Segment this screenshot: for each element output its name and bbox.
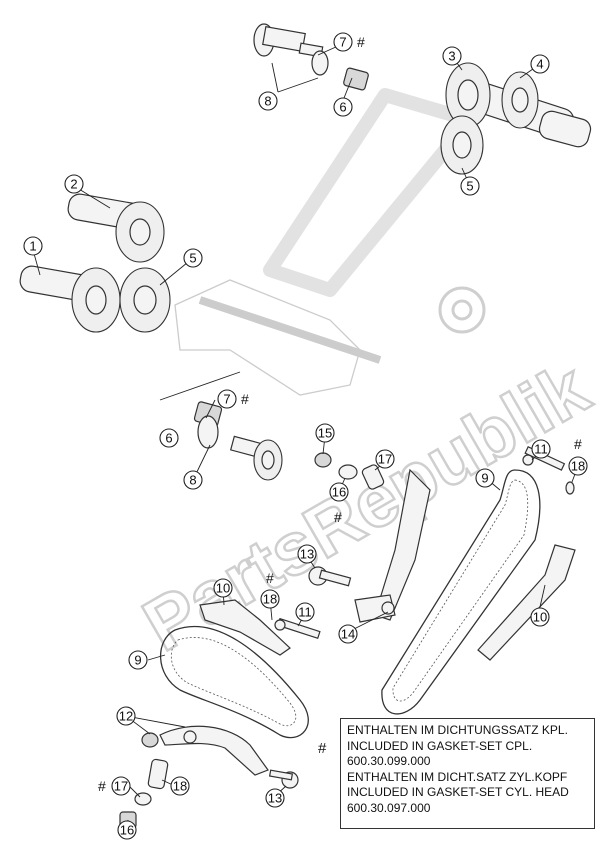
callout-c5b: 5 <box>183 248 203 268</box>
callout-c7a: 7 <box>333 32 353 52</box>
svg-text:7: 7 <box>339 35 346 50</box>
callout-c15a: 15 <box>315 423 335 443</box>
callout-c8b: 8 <box>183 470 203 490</box>
callout-c5a: 5 <box>460 176 480 196</box>
svg-text:4: 4 <box>536 57 543 72</box>
svg-text:10: 10 <box>216 581 230 596</box>
callout-c13b: 13 <box>265 788 285 808</box>
svg-text:14: 14 <box>341 627 355 642</box>
chain-guide-ghost <box>174 279 382 396</box>
tensioner-cap <box>314 452 385 490</box>
guide-rail-right <box>477 544 576 661</box>
callout-c7b: 7 <box>217 389 237 409</box>
svg-text:8: 8 <box>189 473 196 488</box>
timing-chain-right <box>381 469 541 715</box>
legend-line: 600.30.097.000 <box>347 800 431 815</box>
bolt-middle <box>308 566 352 587</box>
callout-c6b: 6 <box>159 428 179 448</box>
callout-c16b: 17 <box>111 776 131 796</box>
svg-text:18: 18 <box>173 779 187 794</box>
hash-marker: # <box>98 778 106 794</box>
svg-text:17: 17 <box>378 452 392 467</box>
legend-line: ENTHALTEN IM DICHT.SATZ ZYL.KOPF <box>347 769 568 784</box>
svg-text:9: 9 <box>481 471 488 486</box>
svg-text:13: 13 <box>268 791 282 806</box>
callout-c14: 14 <box>338 624 358 644</box>
callout-c3: 3 <box>442 46 462 66</box>
callout-c12: 12 <box>116 706 136 726</box>
tensioner-rail-lower <box>159 725 269 776</box>
callout-c18b: 18 <box>260 589 280 609</box>
camshaft-upper-right <box>440 62 592 175</box>
camshaft-left-lower <box>19 265 171 333</box>
legend-hash-marker: # <box>318 740 327 757</box>
svg-text:9: 9 <box>134 653 141 668</box>
legend-line: INCLUDED IN GASKET-SET CPL. <box>347 738 533 753</box>
svg-text:3: 3 <box>448 49 455 64</box>
callout-c1: 1 <box>23 236 43 256</box>
tensioner-rail-right <box>354 468 431 623</box>
callout-c10b: 10 <box>213 578 233 598</box>
callout-c11a: 11 <box>531 439 551 459</box>
svg-text:5: 5 <box>466 179 473 194</box>
hash-marker: # <box>241 391 249 407</box>
svg-text:12: 12 <box>119 709 133 724</box>
guide-rail-lower <box>199 599 291 656</box>
svg-text:18: 18 <box>263 592 277 607</box>
callout-c4: 4 <box>530 54 550 74</box>
callout-c6a: 6 <box>333 97 353 117</box>
legend-line: 600.30.099.000 <box>347 754 431 768</box>
hash-marker: # <box>357 34 365 50</box>
camshaft-left-upper <box>67 193 165 263</box>
legend-line: INCLUDED IN GASKET-SET CYL. HEAD <box>347 785 569 799</box>
callout-c15b: 16 <box>117 820 137 840</box>
svg-text:8: 8 <box>264 94 271 109</box>
callout-c18a: 18 <box>568 456 588 476</box>
callout-c2: 2 <box>64 174 84 194</box>
bolt-lower-2 <box>268 769 299 789</box>
stub-shaft-middle <box>193 401 283 481</box>
callout-c17a: 17 <box>375 449 395 469</box>
svg-text:6: 6 <box>165 431 172 446</box>
legend-line: ENTHALTEN IM DICHTUNGSSATZ KPL. <box>347 723 568 737</box>
svg-text:16: 16 <box>120 823 134 838</box>
svg-text:7: 7 <box>223 392 230 407</box>
svg-text:2: 2 <box>70 177 77 192</box>
timing-chain-lower <box>159 625 309 739</box>
callout-c17b: 18 <box>170 776 190 796</box>
callout-c9b: 9 <box>128 650 148 670</box>
svg-text:15: 15 <box>318 426 332 441</box>
spacer-lower <box>141 732 159 748</box>
svg-text:11: 11 <box>534 442 548 457</box>
bolt-lower <box>274 617 321 640</box>
callout-c8a: 8 <box>258 91 278 111</box>
svg-text:5: 5 <box>189 251 196 266</box>
svg-text:13: 13 <box>300 547 314 562</box>
callout-c13a: 13 <box>297 544 317 564</box>
callout-c10a: 10 <box>530 607 550 627</box>
hash-marker: # <box>266 570 274 586</box>
svg-text:18: 18 <box>571 459 585 474</box>
svg-text:17: 17 <box>114 779 128 794</box>
hash-marker: # <box>334 509 342 525</box>
chain-ghost-upper <box>263 88 477 297</box>
callout-c11b: 11 <box>295 602 315 622</box>
callout-c16a: 16 <box>329 482 349 502</box>
svg-text:16: 16 <box>332 485 346 500</box>
callout-c9a: 9 <box>475 468 495 488</box>
legend-box: ENTHALTEN IM DICHTUNGSSATZ KPL. INCLUDED… <box>340 718 595 829</box>
needle-bearing-top <box>343 67 369 91</box>
svg-text:1: 1 <box>29 239 36 254</box>
plunger-lower <box>147 758 169 790</box>
svg-text:11: 11 <box>298 605 312 620</box>
svg-text:10: 10 <box>533 610 547 625</box>
svg-text:6: 6 <box>339 100 346 115</box>
hash-marker: # <box>574 436 582 452</box>
watermark-gear-icon <box>438 286 486 334</box>
